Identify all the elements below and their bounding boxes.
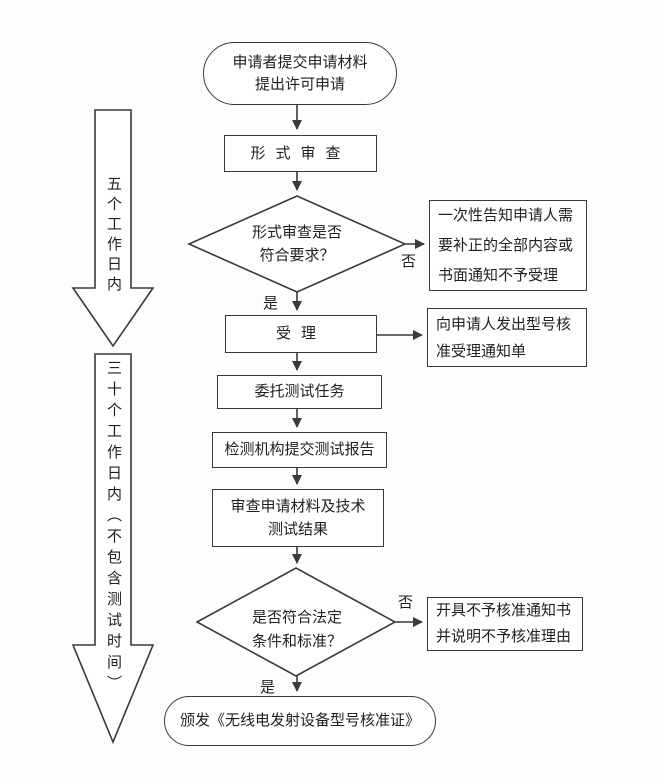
decision2-text: 是否符合法定 条件和标准？: [251, 609, 342, 650]
timeline-five-days-label: 五个工作日内: [105, 176, 122, 296]
submit-report-box: 检测机构提交测试报告: [212, 432, 387, 468]
start-node: 申请者提交申请材料 提出许可申请: [203, 42, 397, 105]
timeline-thirty-days-label: 三十个工作日内（不包含测试时间）: [105, 360, 122, 696]
timeline-arrow-five-days: [71, 109, 155, 348]
decision1-yes-label: 是: [263, 295, 279, 312]
review-result-box: 审查申请材料及技术 测试结果: [212, 489, 384, 547]
decision1-no-label: 否: [401, 253, 417, 270]
decision2-yes-label: 是: [260, 679, 276, 696]
accept-box: 受理: [225, 315, 377, 353]
end-node: 颁发《无线电发射设备型号核准证》: [164, 696, 436, 746]
formal-review-box: 形式审查: [224, 135, 377, 172]
decision1-text: 形式审查是否 符合要求？: [251, 224, 342, 264]
decision2-no-label: 否: [398, 594, 414, 611]
timeline-arrow-thirty-days: [71, 353, 155, 745]
rejection-notice-box: 开具不予核准通知书 并说明不予核准理由: [427, 597, 583, 651]
correction-notice-box: 一次性告知申请人需 要补正的全部内容或 书面通知不予受理: [429, 200, 587, 291]
assign-test-box: 委托测试任务: [217, 375, 382, 409]
acceptance-notice-box: 向申请人发出型号核 准受理通知单: [427, 308, 587, 367]
